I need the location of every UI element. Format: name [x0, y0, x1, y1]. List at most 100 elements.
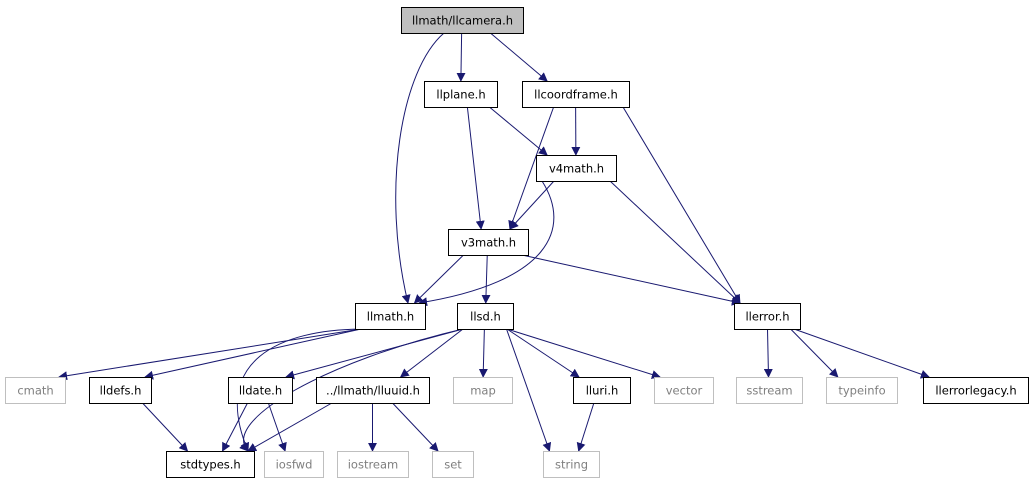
node-llcamera[interactable]: llmath/llcamera.h — [401, 7, 524, 34]
node-label: lldefs.h — [100, 384, 142, 398]
node-label: iostream — [348, 458, 399, 472]
node-label: vector — [666, 384, 703, 398]
edge-llsd-to-vector — [506, 328, 661, 379]
node-label: v4math.h — [549, 162, 604, 176]
node-box — [573, 377, 631, 404]
edge-llplane-to-v3math — [466, 106, 485, 230]
edge-llmath-to-lldefs — [144, 328, 362, 380]
edge-v3math-to-llmath — [413, 254, 464, 304]
edge-llsd-to-lluuid — [399, 328, 464, 378]
edge-llsd-to-string — [506, 328, 552, 452]
node-label: map — [470, 384, 496, 398]
node-box — [522, 81, 630, 108]
edge-llcamera-to-llplane — [456, 32, 466, 82]
edge-lldate-to-iosfwd — [267, 402, 287, 452]
node-box — [734, 303, 801, 330]
node-llplane[interactable]: llplane.h — [424, 81, 498, 108]
node-llerrorlegacy[interactable]: llerrorlegacy.h — [923, 377, 1029, 404]
node-label: set — [444, 458, 462, 472]
node-box — [264, 451, 324, 478]
node-map: map — [453, 377, 513, 404]
edges-layer — [58, 32, 930, 452]
node-box — [401, 7, 524, 34]
node-box — [5, 377, 66, 404]
edge-llerror-to-llerrorlegacy — [793, 328, 930, 379]
node-label: stdtypes.h — [180, 458, 240, 472]
edge-llcoordframe-to-llerror — [622, 106, 741, 304]
node-label: lluri.h — [586, 384, 619, 398]
node-label: llplane.h — [436, 88, 485, 102]
node-label: iosfwd — [276, 458, 313, 472]
node-label: llerror.h — [745, 310, 789, 324]
edge-v3math-to-llerror — [521, 254, 741, 306]
edge-llsd-to-map — [478, 328, 488, 378]
edge-lldate-to-stdtypes — [222, 402, 248, 452]
node-label: v3math.h — [461, 236, 516, 250]
node-llmath[interactable]: llmath.h — [355, 303, 426, 330]
node-iosfwd: iosfwd — [264, 451, 324, 478]
node-label: llcoordframe.h — [534, 88, 618, 102]
node-label: llmath.h — [367, 310, 414, 324]
node-box — [166, 451, 255, 478]
node-box — [89, 377, 152, 404]
edge-llsd-to-stdtypes — [239, 328, 464, 452]
node-label: string — [555, 458, 588, 472]
node-box — [337, 451, 409, 478]
node-label: lldate.h — [239, 384, 282, 398]
edge-llmath-to-cmath — [58, 328, 362, 381]
node-llerror[interactable]: llerror.h — [734, 303, 801, 330]
edge-v3math-to-llsd — [481, 254, 491, 304]
edge-llcamera-to-llcoordframe — [490, 32, 548, 82]
node-box — [736, 377, 803, 404]
node-box — [424, 81, 498, 108]
edge-llerror-to-sstream — [763, 328, 773, 378]
node-label: sstream — [746, 384, 792, 398]
node-box — [448, 229, 529, 256]
node-box — [536, 155, 617, 182]
node-set: set — [432, 451, 474, 478]
edge-lluri-to-string — [576, 402, 595, 452]
node-box — [316, 377, 430, 404]
edge-llcamera-to-llmath — [395, 32, 445, 304]
node-box — [453, 377, 513, 404]
node-v4math[interactable]: v4math.h — [536, 155, 617, 182]
node-string: string — [543, 451, 600, 478]
node-llcoordframe[interactable]: llcoordframe.h — [522, 81, 630, 108]
node-iostream: iostream — [337, 451, 409, 478]
node-label: ../llmath/lluuid.h — [326, 384, 420, 398]
edge-v4math-to-llerror — [609, 180, 741, 304]
node-lluuid[interactable]: ../llmath/lluuid.h — [316, 377, 430, 404]
edge-lldefs-to-stdtypes — [142, 402, 189, 452]
edge-llsd-to-lluri — [506, 328, 580, 378]
node-box — [654, 377, 714, 404]
node-box — [432, 451, 474, 478]
edge-llcoordframe-to-v3math — [508, 106, 555, 230]
edge-v4math-to-llmath — [418, 180, 555, 307]
node-lldate[interactable]: lldate.h — [228, 377, 293, 404]
node-v3math[interactable]: v3math.h — [448, 229, 529, 256]
node-cmath: cmath — [5, 377, 66, 404]
node-label: llsd.h — [470, 310, 501, 324]
node-sstream: sstream — [736, 377, 803, 404]
node-box — [543, 451, 600, 478]
node-label: llmath/llcamera.h — [412, 14, 513, 28]
node-lluri[interactable]: lluri.h — [573, 377, 631, 404]
edge-v4math-to-v3math — [509, 180, 555, 230]
edge-llerror-to-typeinfo — [790, 328, 839, 378]
node-label: cmath — [17, 384, 53, 398]
node-llsd[interactable]: llsd.h — [457, 303, 514, 330]
node-box — [228, 377, 293, 404]
node-box — [457, 303, 514, 330]
edge-lluuid-to-set — [392, 402, 439, 452]
nodes-layer: llmath/llcamera.h llplane.h llcoordframe.h… — [5, 7, 1029, 478]
node-vector: vector — [654, 377, 714, 404]
edge-llplane-to-v4math — [489, 106, 548, 156]
node-box — [355, 303, 426, 330]
edge-llsd-to-lldate — [285, 328, 464, 380]
node-stdtypes[interactable]: stdtypes.h — [166, 451, 255, 478]
edge-lluuid-to-stdtypes — [247, 402, 333, 452]
node-box — [826, 377, 898, 404]
node-lldefs[interactable]: lldefs.h — [89, 377, 152, 404]
node-label: typeinfo — [838, 384, 885, 398]
